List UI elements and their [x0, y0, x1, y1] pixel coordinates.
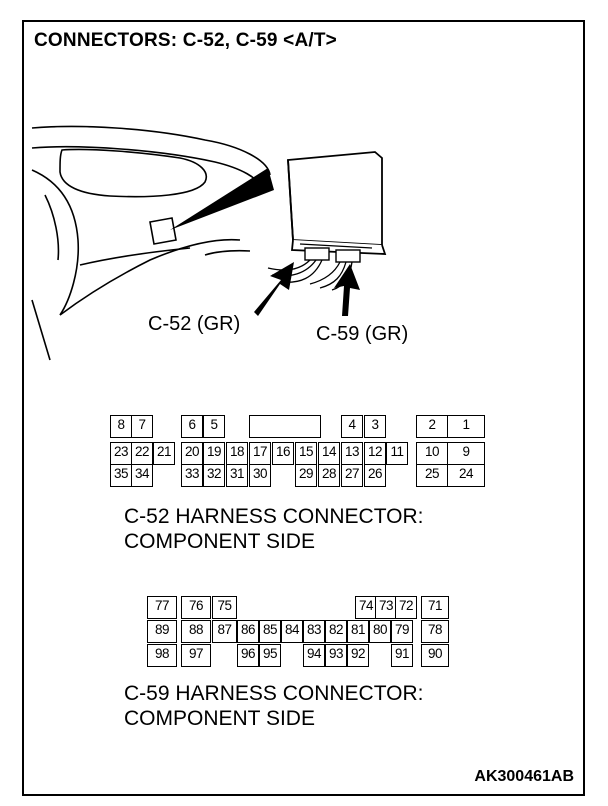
c52-pin: 21	[153, 442, 175, 465]
c52-pin: 14	[318, 442, 340, 465]
c59-pin: 96	[237, 644, 259, 667]
c52-pin: 3	[364, 415, 386, 438]
c59-pin: 98	[147, 644, 177, 667]
c52-pin: 34	[131, 464, 153, 487]
c52-pin: 15	[295, 442, 317, 465]
c52-pin: 1	[447, 415, 485, 438]
c52-pin: 11	[386, 442, 408, 465]
c59-caption: C-59 HARNESS CONNECTOR: COMPONENT SIDE	[124, 682, 424, 730]
c52-pin: 29	[295, 464, 317, 487]
c59-pin: 74	[355, 596, 377, 619]
figure-frame	[22, 20, 585, 796]
c52-pin: 22	[131, 442, 153, 465]
c59-pin: 90	[421, 644, 449, 667]
c59-pin: 71	[421, 596, 449, 619]
c52-pin: 7	[131, 415, 153, 438]
c59-pin: 78	[421, 620, 449, 643]
c52-pin	[249, 415, 321, 438]
c52-pin: 24	[447, 464, 485, 487]
c59-pin: 89	[147, 620, 177, 643]
c52-pin: 12	[364, 442, 386, 465]
c59-pin: 95	[259, 644, 281, 667]
c59-pin: 88	[181, 620, 211, 643]
c52-pin: 5	[203, 415, 225, 438]
c52-pin: 4	[341, 415, 363, 438]
label-c59: C-59 (GR)	[316, 323, 409, 345]
c52-pin: 19	[203, 442, 225, 465]
figure-code: AK300461AB	[474, 768, 574, 785]
c59-pin: 81	[347, 620, 369, 643]
c52-pin: 35	[110, 464, 132, 487]
figure-title: CONNECTORS: C-52, C-59 <A/T>	[34, 30, 337, 51]
c59-pin: 75	[212, 596, 237, 619]
c59-pin: 72	[395, 596, 417, 619]
c52-pin: 8	[110, 415, 132, 438]
c59-pin: 87	[212, 620, 237, 643]
c52-pin: 6	[181, 415, 203, 438]
c59-pin: 73	[375, 596, 397, 619]
label-c52: C-52 (GR)	[148, 313, 241, 335]
c59-pin: 94	[303, 644, 325, 667]
c52-pin: 31	[226, 464, 248, 487]
arrow-c59	[334, 264, 360, 316]
c52-pin: 32	[203, 464, 225, 487]
c52-pin: 18	[226, 442, 248, 465]
c52-pin: 20	[181, 442, 203, 465]
c52-pin: 28	[318, 464, 340, 487]
c59-pin: 82	[325, 620, 347, 643]
c52-pin: 2	[416, 415, 448, 438]
c52-pin: 17	[249, 442, 271, 465]
arrow-c52	[254, 262, 294, 316]
c59-pin: 83	[303, 620, 325, 643]
c59-pin: 80	[369, 620, 391, 643]
c59-pin: 76	[181, 596, 211, 619]
c59-pin: 79	[391, 620, 413, 643]
c59-pin: 86	[237, 620, 259, 643]
pointer-wedge	[170, 168, 274, 230]
c52-pin: 13	[341, 442, 363, 465]
c52-pin: 9	[447, 442, 485, 465]
c59-pin: 97	[181, 644, 211, 667]
c52-pin: 33	[181, 464, 203, 487]
c59-pin: 91	[391, 644, 413, 667]
c52-pin: 25	[416, 464, 448, 487]
c52-pin: 23	[110, 442, 132, 465]
c52-pin: 10	[416, 442, 448, 465]
c59-pin: 85	[259, 620, 281, 643]
c52-pin: 30	[249, 464, 271, 487]
c52-pin: 27	[341, 464, 363, 487]
c52-pin: 26	[364, 464, 386, 487]
c52-pin: 16	[272, 442, 294, 465]
c59-pin: 93	[325, 644, 347, 667]
c59-pin: 92	[347, 644, 369, 667]
c52-caption: C-52 HARNESS CONNECTOR: COMPONENT SIDE	[124, 505, 424, 553]
c59-pin: 84	[281, 620, 303, 643]
c59-pin: 77	[147, 596, 177, 619]
